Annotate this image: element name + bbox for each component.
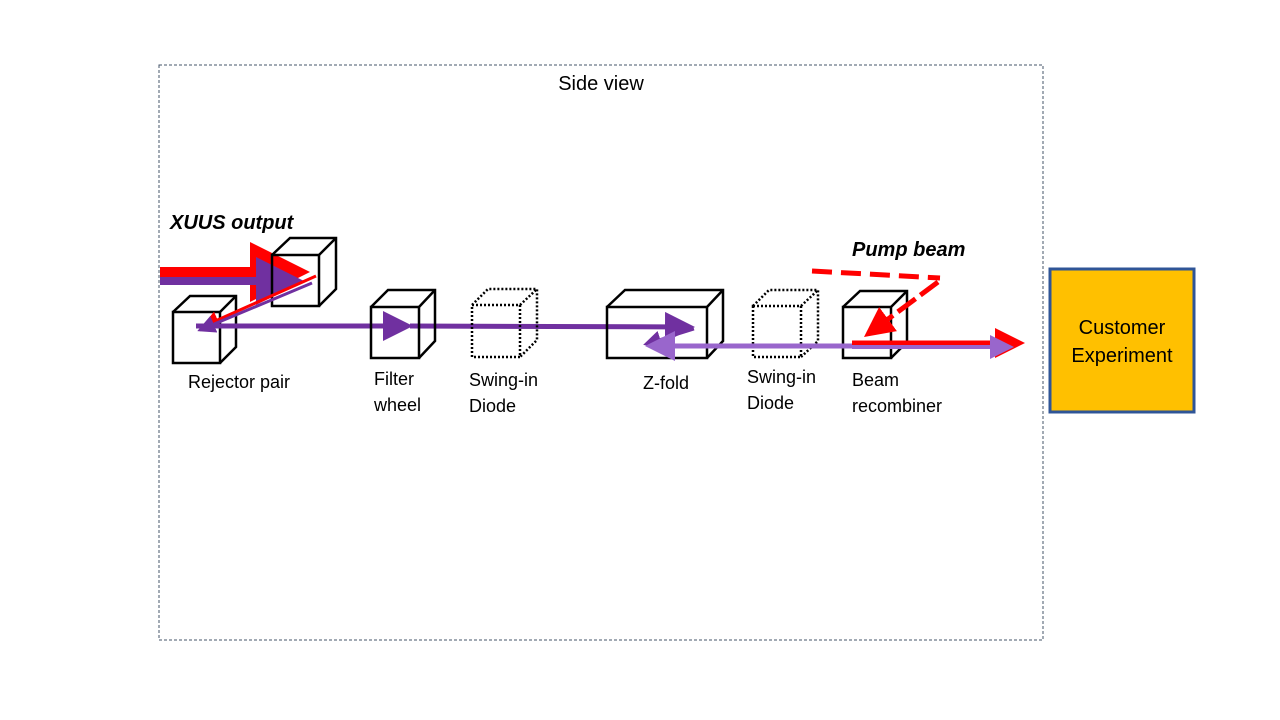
swing-in-diode-1-cube (470, 287, 539, 359)
frame-title: Side view (558, 73, 644, 95)
xuus-output-label: XUUS output (169, 212, 295, 234)
customer-label-line1: Customer (1079, 317, 1166, 339)
rejector-lower-cube (171, 294, 238, 365)
beam-recombiner-label-1: Beam (852, 370, 899, 390)
filter-wheel-cube (369, 288, 437, 360)
pump-beam-label: Pump beam (852, 239, 965, 261)
rejector-upper-cube (270, 236, 338, 308)
z-fold-label: Z-fold (643, 373, 689, 393)
pump-beam-dashed (811, 268, 941, 281)
filter-wheel-label-2: wheel (373, 395, 421, 415)
swing-in-diode-2-label-2: Diode (747, 393, 794, 413)
zfold-return-diagonal (643, 327, 695, 349)
side-view-frame (158, 64, 1044, 641)
rejector-red-diagonal (201, 274, 317, 329)
pump-beam-diagonal (863, 279, 940, 337)
swing-in-diode-2-cube (751, 288, 820, 359)
swing-in-diode-2-label-1: Swing-in (747, 367, 816, 387)
swing-in-diode-1-label-1: Swing-in (469, 370, 538, 390)
swing-in-diode-1-label-2: Diode (469, 396, 516, 416)
rejector-purple-diagonal (197, 281, 313, 333)
purple-beam-to-zfold (409, 311, 695, 342)
filter-wheel-label-1: Filter (374, 369, 414, 389)
rejector-pair-label: Rejector pair (188, 372, 290, 392)
customer-label-line2: Experiment (1071, 345, 1173, 367)
beam-recombiner-label-2: recombiner (852, 396, 942, 416)
customer-experiment-box (1048, 267, 1196, 414)
